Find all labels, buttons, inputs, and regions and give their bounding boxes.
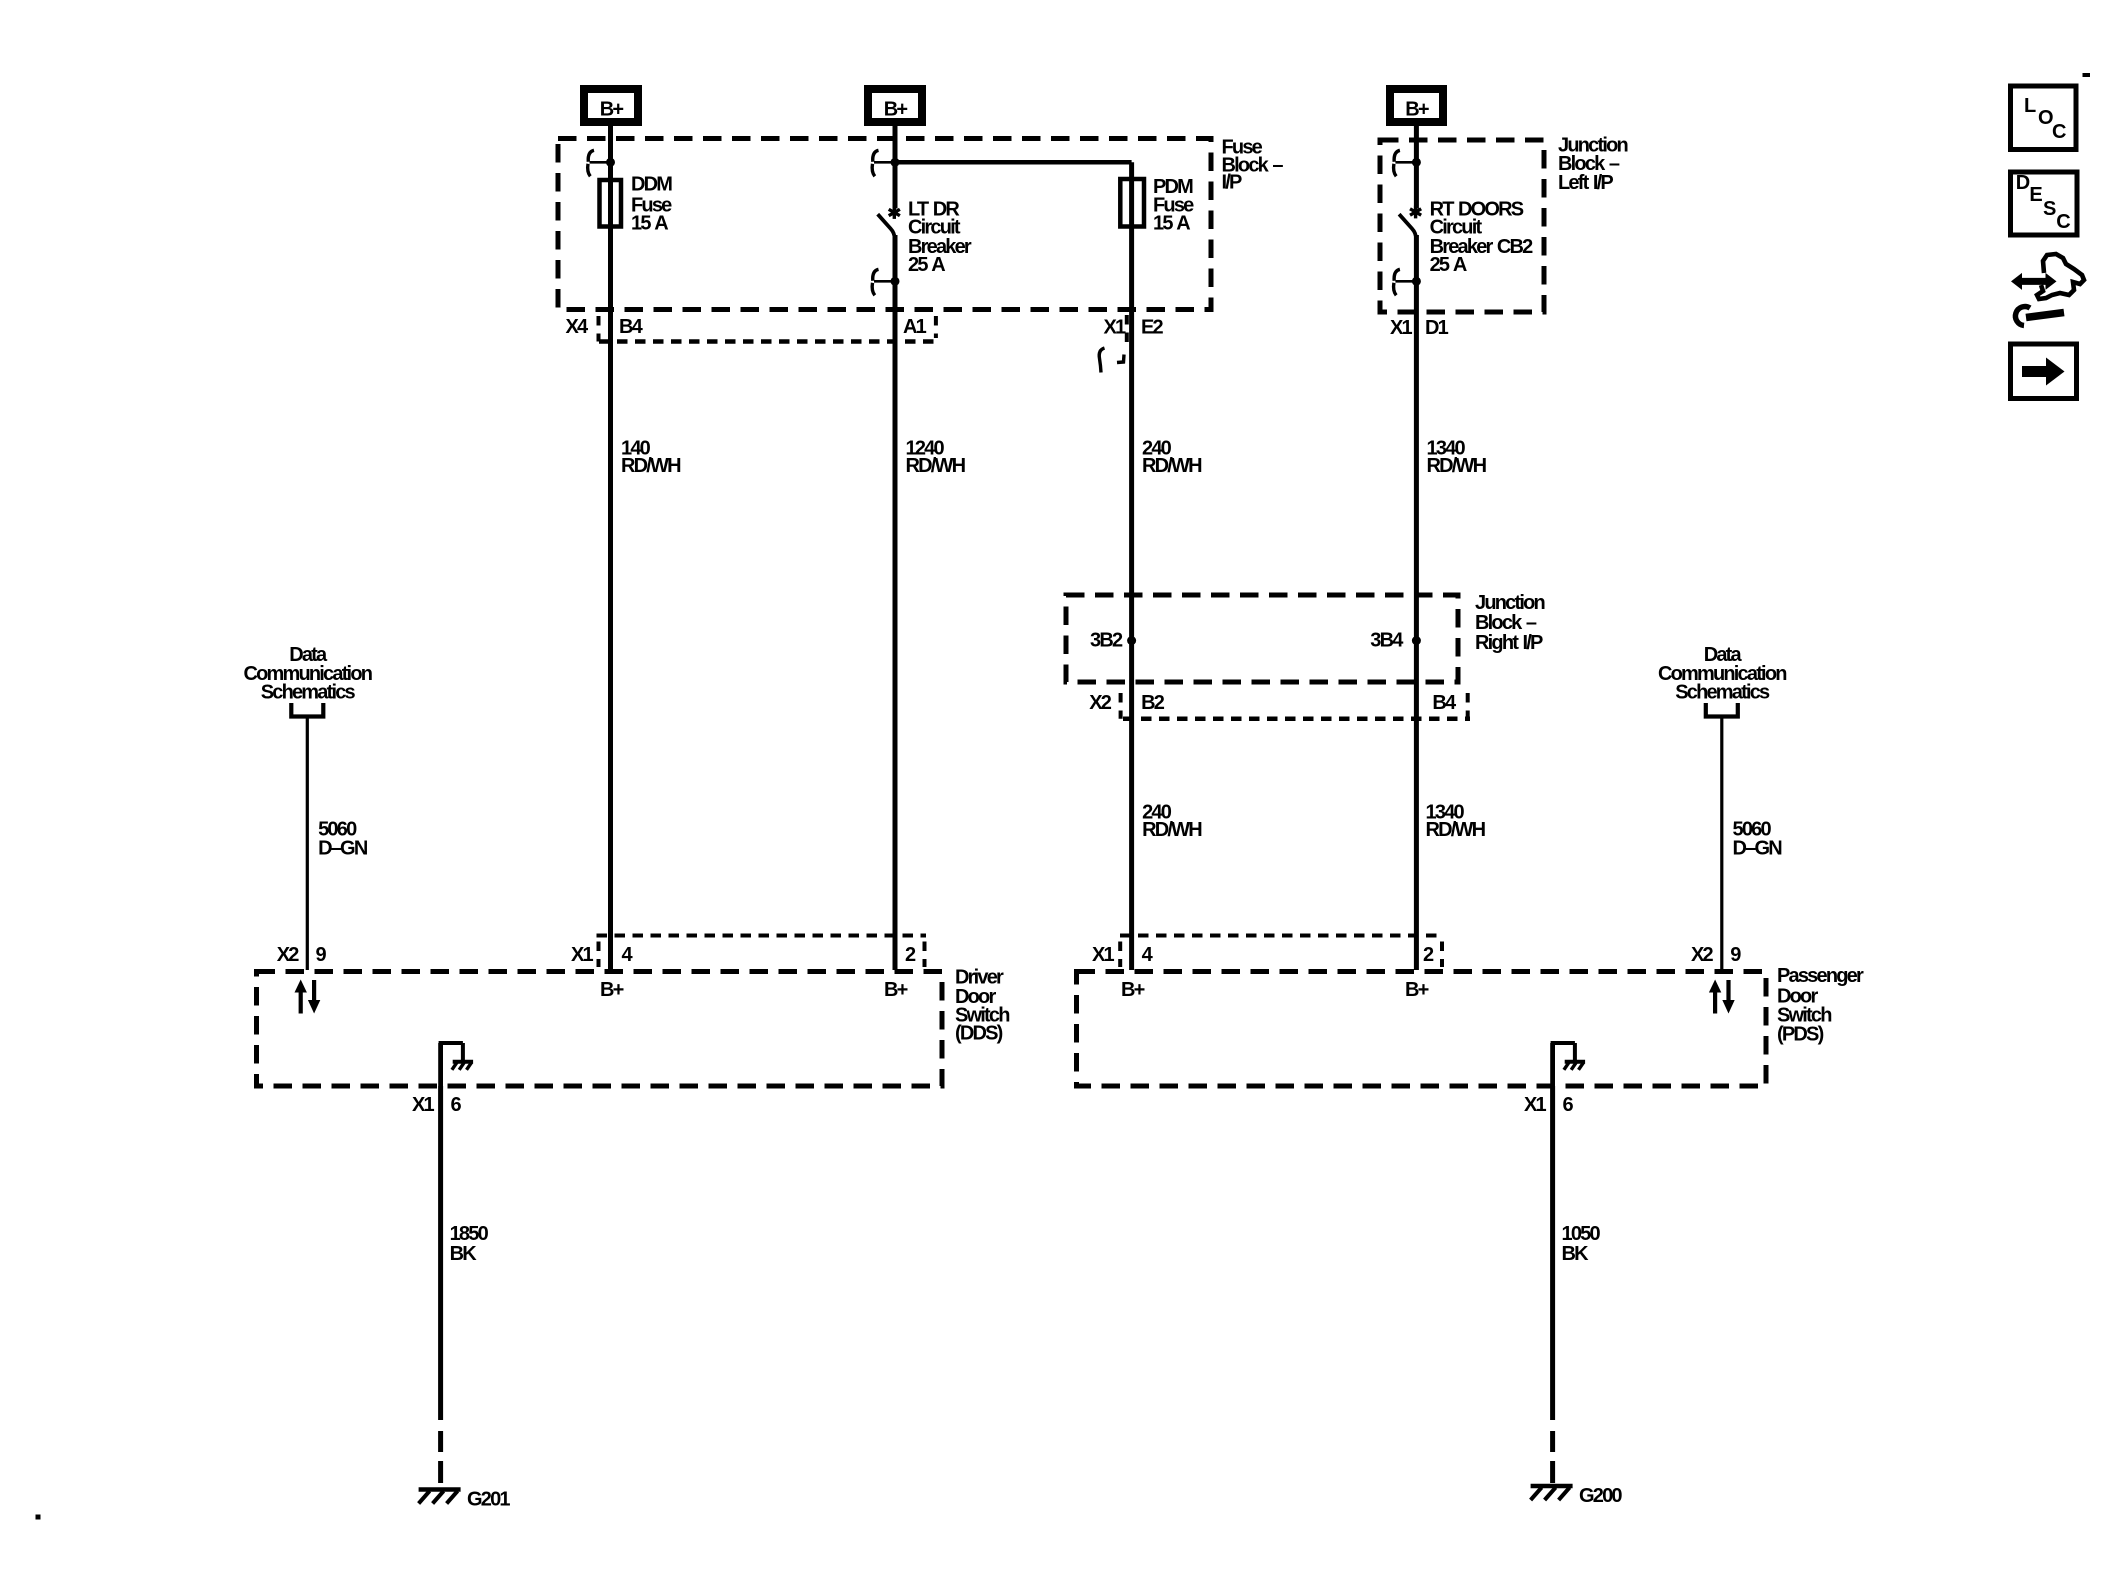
svg-text:5060: 5060: [1733, 819, 1772, 841]
svg-text:X1: X1: [1390, 317, 1413, 339]
svg-text:I/P: I/P: [1222, 172, 1243, 194]
svg-text:240: 240: [1142, 801, 1172, 823]
svg-text:A1: A1: [903, 316, 927, 338]
svg-text:1850: 1850: [450, 1223, 489, 1245]
svg-text:L: L: [2024, 95, 2036, 117]
svg-text:5060: 5060: [318, 819, 357, 841]
svg-text:15 A: 15 A: [631, 212, 668, 234]
svg-text:(PDS): (PDS): [1777, 1024, 1824, 1046]
svg-text:Right I/P: Right I/P: [1475, 632, 1543, 654]
svg-text:Switch: Switch: [955, 1005, 1009, 1027]
svg-text:D–GN: D–GN: [1733, 837, 1783, 859]
svg-text:B+: B+: [600, 98, 624, 120]
svg-text:Breaker: Breaker: [908, 236, 972, 258]
svg-text:1050: 1050: [1562, 1223, 1601, 1245]
svg-text:E: E: [2029, 184, 2042, 206]
svg-text:(DDS): (DDS): [955, 1023, 1003, 1045]
svg-text:Data: Data: [289, 644, 328, 666]
svg-text:E2: E2: [1141, 317, 1164, 339]
svg-text:D–GN: D–GN: [318, 837, 368, 859]
svg-text:D1: D1: [1425, 317, 1449, 339]
svg-text:B+: B+: [884, 98, 908, 120]
svg-text:Passenger: Passenger: [1777, 965, 1864, 987]
svg-text:RD/WH: RD/WH: [1426, 819, 1486, 841]
svg-text:X1: X1: [1092, 944, 1115, 966]
svg-text:RT DOORS: RT DOORS: [1430, 198, 1524, 220]
svg-text:C: C: [2056, 211, 2070, 233]
svg-text:Left I/P: Left I/P: [1558, 172, 1613, 194]
svg-text:3B2: 3B2: [1090, 630, 1123, 652]
svg-text:RD/WH: RD/WH: [1427, 455, 1487, 477]
svg-text:Block –: Block –: [1475, 612, 1537, 634]
svg-text:Door: Door: [955, 986, 996, 1008]
svg-text:Fuse: Fuse: [631, 195, 672, 217]
svg-text:Driver: Driver: [955, 967, 1004, 989]
svg-text:C: C: [2052, 121, 2066, 143]
svg-text:240: 240: [1142, 438, 1172, 460]
svg-text:B+: B+: [1405, 98, 1429, 120]
svg-text:B+: B+: [884, 979, 908, 1001]
svg-text:Fuse: Fuse: [1153, 194, 1194, 216]
svg-text:B+: B+: [1121, 979, 1145, 1001]
svg-text:Schematics: Schematics: [261, 682, 356, 704]
svg-text:X2: X2: [1691, 944, 1714, 966]
svg-text:Schematics: Schematics: [1675, 682, 1770, 704]
svg-text:B4: B4: [619, 316, 644, 338]
svg-text:B2: B2: [1141, 692, 1165, 714]
svg-text:D: D: [2016, 172, 2030, 194]
svg-text:Breaker CB2: Breaker CB2: [1430, 236, 1534, 258]
svg-text:X2: X2: [1089, 692, 1112, 714]
svg-text:RD/WH: RD/WH: [1142, 819, 1202, 841]
svg-text:S: S: [2043, 198, 2056, 220]
svg-text:G201: G201: [467, 1489, 510, 1511]
svg-text:Block –: Block –: [1222, 154, 1284, 176]
svg-text:BK: BK: [1562, 1243, 1590, 1265]
svg-text:X1: X1: [1524, 1094, 1547, 1116]
svg-text:Communication: Communication: [1658, 663, 1786, 685]
svg-text:B+: B+: [1405, 979, 1429, 1001]
svg-text:O: O: [2038, 107, 2053, 129]
svg-text:B+: B+: [600, 979, 624, 1001]
svg-text:140: 140: [621, 438, 651, 460]
svg-text:RD/WH: RD/WH: [621, 455, 681, 477]
svg-text:15 A: 15 A: [1153, 212, 1190, 234]
svg-text:DDM: DDM: [631, 174, 672, 196]
svg-text:BK: BK: [450, 1243, 478, 1265]
svg-text:X4: X4: [566, 316, 590, 338]
svg-text:Junction: Junction: [1475, 592, 1545, 614]
svg-text:1340: 1340: [1427, 438, 1466, 460]
svg-text:Junction: Junction: [1558, 134, 1628, 156]
svg-text:Circuit: Circuit: [908, 217, 961, 239]
svg-text:RD/WH: RD/WH: [906, 455, 966, 477]
svg-text:Data: Data: [1704, 644, 1743, 666]
svg-text:PDM: PDM: [1153, 176, 1193, 198]
svg-text:X1: X1: [412, 1094, 435, 1116]
svg-text:B4: B4: [1432, 692, 1457, 714]
svg-text:Fuse: Fuse: [1222, 136, 1263, 158]
svg-text:RD/WH: RD/WH: [1142, 455, 1202, 477]
svg-text:Door: Door: [1777, 986, 1818, 1008]
svg-text:1340: 1340: [1426, 801, 1465, 823]
svg-text:G200: G200: [1579, 1485, 1622, 1507]
svg-text:25 A: 25 A: [1430, 254, 1467, 276]
svg-text:Switch: Switch: [1777, 1005, 1831, 1027]
svg-text:Communication: Communication: [243, 663, 371, 685]
svg-text:3B4: 3B4: [1370, 630, 1404, 652]
svg-text:X1: X1: [571, 944, 594, 966]
svg-text:Block –: Block –: [1558, 153, 1620, 175]
svg-text:X1: X1: [1104, 317, 1127, 339]
svg-text:25 A: 25 A: [908, 254, 945, 276]
svg-text:1240: 1240: [906, 438, 945, 460]
svg-text:Circuit: Circuit: [1430, 217, 1483, 239]
svg-text:LT DR: LT DR: [908, 198, 960, 220]
svg-text:X2: X2: [277, 944, 300, 966]
